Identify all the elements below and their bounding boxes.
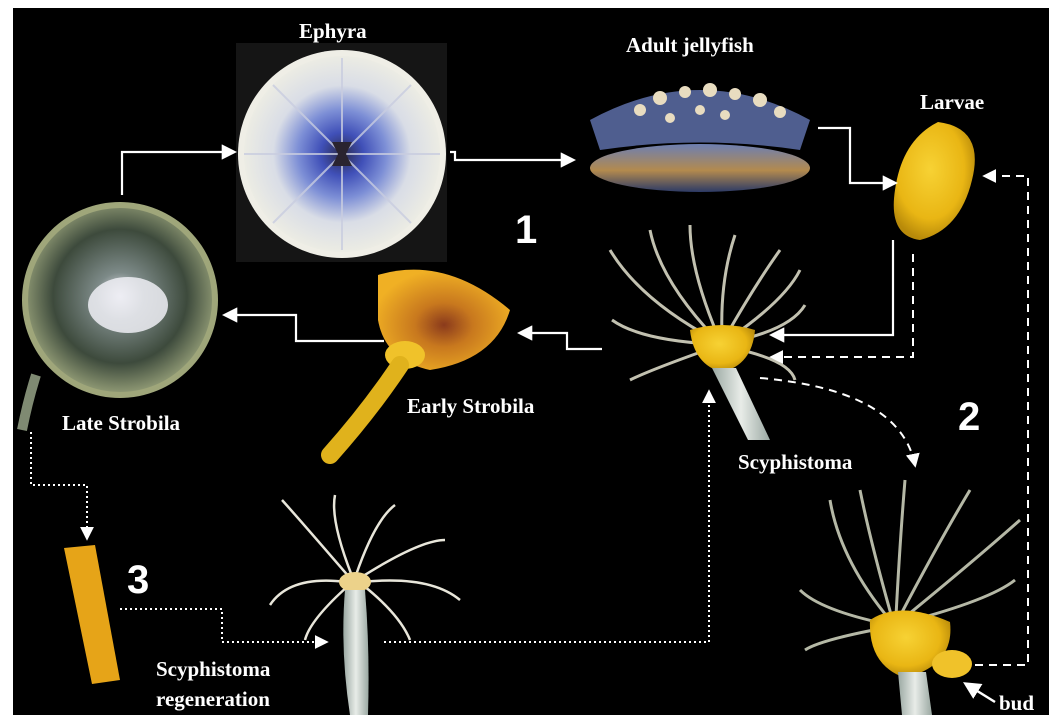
arrow-ephyra-to-adult — [450, 152, 573, 160]
label-early-strobila: Early Strobila — [407, 395, 534, 418]
label-regeneration-line2: regeneration — [156, 688, 270, 711]
arrow-late-strobila-to-fragment — [31, 432, 87, 538]
budding-scyphistoma-image — [800, 480, 1020, 715]
fragment-image — [64, 545, 120, 684]
arrow-larvae-to-scyphistoma-dashed — [772, 254, 913, 357]
arrow-bud-to-larvae — [975, 176, 1028, 665]
early-strobila-image — [330, 270, 510, 455]
arrow-bud-pointer — [966, 684, 995, 702]
adult-jellyfish-image — [590, 83, 810, 192]
label-regeneration-line1: Scyphistoma — [156, 658, 270, 681]
label-ephyra: Ephyra — [299, 20, 367, 43]
arrow-early-strobila-to-late-strobila — [225, 315, 384, 341]
scyphistoma-image — [610, 225, 805, 440]
pathway-number-3: 3 — [127, 560, 149, 600]
label-bud: bud — [999, 692, 1034, 715]
label-adult-jellyfish: Adult jellyfish — [626, 34, 754, 57]
label-larvae: Larvae — [920, 91, 984, 114]
pathway-number-2: 2 — [958, 397, 980, 437]
ephyra-image — [236, 43, 447, 262]
label-late-strobila: Late Strobila — [62, 412, 180, 435]
label-scyphistoma: Scyphistoma — [738, 451, 852, 474]
late-strobila-image — [22, 202, 218, 430]
arrow-scyphistoma-to-early-strobila — [520, 333, 602, 349]
arrow-regeneration-to-scyphistoma — [384, 392, 709, 642]
arrow-late-strobila-to-ephyra — [122, 152, 234, 195]
arrow-fragment-to-regeneration — [120, 609, 326, 642]
arrow-adult-to-larvae — [818, 128, 895, 183]
regenerated-scyphistoma-image — [270, 495, 460, 715]
pathway-number-1: 1 — [515, 210, 537, 250]
larvae-image — [894, 122, 975, 240]
